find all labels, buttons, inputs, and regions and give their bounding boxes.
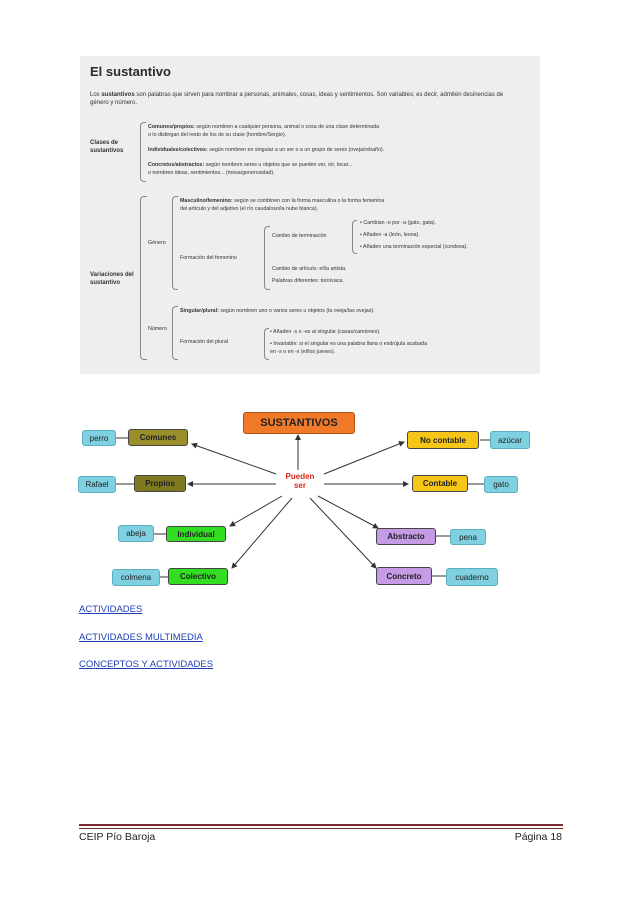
arrow-to-individual: [229, 495, 283, 527]
node-abstracto: Abstracto: [376, 528, 436, 545]
comunes-line2: o lo distingan del resto de los de su cl…: [148, 132, 287, 138]
leaf-pena: pena: [450, 529, 486, 545]
femenino-brace: [264, 226, 270, 290]
leaf-rafael: Rafael: [78, 476, 116, 493]
concretos-line2: o nombren ideas, sentimientos... (mesa/g…: [148, 170, 275, 176]
sustantivos-concept-map: SUSTANTIVOS Pueden ser Comunes Propios I…: [70, 402, 570, 594]
concept-map-arrows: [116, 434, 490, 578]
leaf-azucar: azúcar: [490, 431, 530, 449]
anaden-a-line: • Añaden -a (león, leona).: [360, 232, 420, 238]
root-node-sustantivos: SUSTANTIVOS: [243, 412, 355, 434]
cambian-line: • Cambian -o por -a (gato, gata).: [360, 220, 437, 226]
node-propios: Propios: [134, 475, 186, 492]
arrow-to-no-contable: [323, 441, 405, 475]
figure-intro: Los sustantivos son palabras que sirven …: [90, 91, 510, 107]
leaf-cuaderno: cuaderno: [446, 568, 498, 586]
individuales-line: Individuales/colectivos: según nombren e…: [148, 147, 385, 153]
genero-brace: [172, 196, 178, 290]
figure-title: El sustantivo: [90, 64, 171, 79]
formacion-femenino-label: Formación del femenino: [180, 255, 237, 261]
intro-text-c: son palabras que sirven para nombrar a p…: [90, 92, 504, 106]
node-colectivo: Colectivo: [168, 568, 228, 585]
node-no-contable: No contable: [407, 431, 479, 449]
footer-page-number: Página 18: [514, 831, 562, 843]
invariable-line1: • Invariable: si el singular es una pala…: [270, 341, 428, 347]
leaf-abeja: abeja: [118, 525, 154, 542]
link-actividades-multimedia[interactable]: ACTIVIDADES MULTIMEDIA: [79, 632, 203, 643]
footer-rule-thick: [79, 824, 563, 826]
leaf-gato: gato: [484, 476, 518, 493]
cambio-articulo-line: Cambio de artículo: el/la artista.: [272, 266, 347, 272]
plural-brace: [264, 328, 269, 360]
link-actividades[interactable]: ACTIVIDADES: [79, 604, 143, 615]
arrow-to-abstracto: [317, 495, 379, 529]
node-individual: Individual: [166, 526, 226, 542]
footer-school: CEIP Pío Baroja: [79, 831, 156, 843]
variaciones-label: Variaciones del sustantivo: [90, 272, 134, 286]
center-text-1: Pueden: [285, 472, 315, 481]
concretos-line1: Concretos/abstractos: según nombren sere…: [148, 162, 353, 168]
link-conceptos-actividades[interactable]: CONCEPTOS Y ACTIVIDADES: [79, 659, 214, 670]
clases-label: Clases de sustantivos: [90, 140, 124, 154]
anaden-terminacion-line: • Añaden una terminación especial (conde…: [360, 244, 468, 250]
invariable-line2: en -s o en -x (el/los jueves).: [270, 349, 336, 355]
arrow-to-concreto: [309, 497, 377, 569]
arrow-to-colectivo: [231, 497, 293, 569]
terminacion-brace: [352, 220, 357, 254]
node-concreto: Concreto: [376, 567, 432, 585]
formacion-plural-label: Formación del plural: [180, 339, 228, 345]
cambio-terminacion-label: Cambio de terminación: [272, 233, 327, 239]
sustantivo-summary-figure: El sustantivo Los sustantivos son palabr…: [80, 56, 540, 374]
numero-brace: [172, 306, 178, 360]
palabras-diferentes-line: Palabras diferentes: toro/vaca.: [272, 278, 344, 284]
center-node-pueden-ser: Pueden ser: [276, 472, 324, 496]
genero-label: Género: [148, 240, 166, 246]
anaden-s-line: • Añaden -s o -es al singular (casas/cam…: [270, 329, 381, 335]
masculino-line2: del artículo y del adjetivo (el río caud…: [180, 206, 319, 212]
leaf-colmena: colmena: [112, 569, 160, 586]
center-text-2: ser: [293, 481, 306, 490]
node-comunes: Comunes: [128, 429, 188, 446]
footer-rule-thin: [79, 828, 563, 829]
numero-label: Número: [148, 326, 167, 332]
singular-line: Singular/plural: según nombren uno o var…: [180, 308, 375, 314]
clases-brace: [140, 122, 146, 182]
masculino-line1: Masculino/femenino: según se combinen co…: [180, 198, 385, 204]
intro-text-a: Los: [90, 92, 102, 98]
variaciones-brace: [140, 196, 147, 360]
leaf-perro: perro: [82, 430, 116, 446]
intro-text-b: sustantivos: [101, 92, 135, 98]
comunes-line1: Comunes/propios: según nombren a cualqui…: [148, 124, 380, 130]
arrow-to-comunes: [191, 442, 277, 475]
node-contable: Contable: [412, 475, 468, 492]
